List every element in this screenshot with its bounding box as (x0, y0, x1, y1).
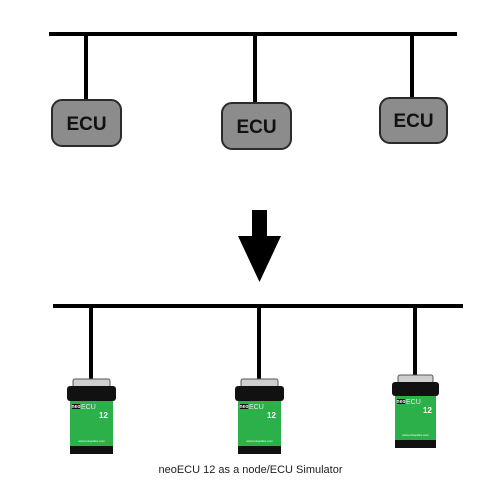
device-brand-1: neo (72, 404, 81, 410)
device-brand-2: neo (240, 404, 249, 410)
ecu-label-2: ECU (236, 117, 276, 138)
device-name-2: ECU (249, 404, 264, 411)
ecu-box-3: ECU (379, 97, 448, 144)
device-name-1: ECU (81, 404, 96, 411)
device-number-3: 12 (423, 406, 432, 415)
ecu-box-1: ECU (51, 99, 122, 147)
down-arrow-icon (238, 210, 281, 282)
diagram-caption: neoECU 12 as a node/ECU Simulator (158, 464, 343, 476)
device-url-1: www.intrepidcs.com (78, 439, 105, 443)
neoecu-device-2: neo ECU 12 www.intrepidcs.com (235, 378, 284, 454)
neoecu-device-3: neo ECU 12 www.intrepidcs.com (392, 374, 439, 448)
ecu-label-1: ECU (66, 114, 106, 135)
neoecu-device-1: neo ECU 12 www.intrepidcs.com (67, 378, 116, 454)
device-name-3: ECU (406, 399, 421, 406)
device-brand-3: neo (397, 399, 406, 405)
ecu-box-2: ECU (221, 102, 292, 150)
device-url-3: www.intrepidcs.com (402, 433, 429, 437)
device-number-2: 12 (267, 411, 276, 420)
ecu-label-3: ECU (393, 111, 433, 132)
device-url-2: www.intrepidcs.com (246, 439, 273, 443)
device-number-1: 12 (99, 411, 108, 420)
